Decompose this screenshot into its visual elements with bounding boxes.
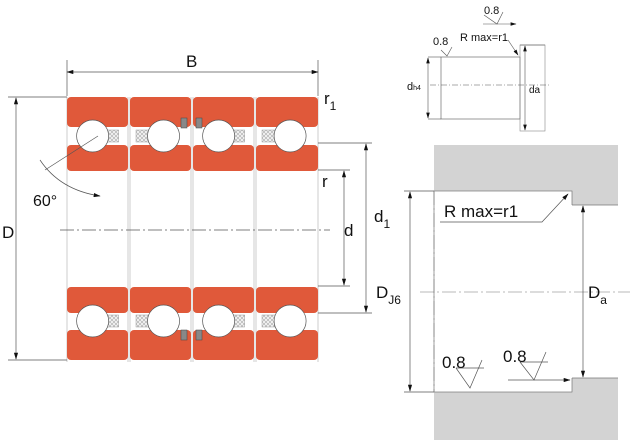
diameter-label-d1: d1 <box>374 207 390 231</box>
outer-diameter-label-D: D <box>2 223 14 242</box>
inner-ring-top <box>67 145 128 171</box>
outer-ring-top <box>67 97 128 127</box>
inner-ring-bottom <box>256 287 318 313</box>
chamfer-label-r1: r1 <box>324 89 337 113</box>
seal <box>180 329 188 341</box>
outer-ring-top <box>130 97 191 127</box>
inner-ring-bottom <box>130 287 191 313</box>
bore-label-d: d <box>344 221 353 240</box>
outer-ring-bottom <box>256 330 318 360</box>
bearing-cross-section <box>66 97 319 362</box>
detail-roughness-left: 0.8 <box>433 36 448 48</box>
roughness-left-label: 0.8 <box>442 353 466 372</box>
roughness-right-label: 0.8 <box>503 347 527 366</box>
width-label-B: B <box>186 52 197 71</box>
seal <box>195 329 203 341</box>
inner-ring-bottom <box>193 287 254 313</box>
detail-rmax-label: R max=r1 <box>460 32 508 44</box>
seal <box>195 117 203 129</box>
seal <box>180 117 188 129</box>
ball-top <box>76 119 109 153</box>
ball-top <box>273 119 307 153</box>
ball-bottom <box>147 304 180 338</box>
rmax-label: R max=r1 <box>444 202 518 221</box>
outer-ring-bottom <box>193 330 254 360</box>
detail-da-label: da <box>529 85 541 96</box>
outer-ring-top <box>193 97 254 127</box>
detail-drawing <box>426 11 550 132</box>
detail-dh4-label: dh4 <box>407 81 421 93</box>
ball-bottom <box>76 304 109 338</box>
chamfer-label-r: r <box>322 172 328 191</box>
inner-ring-top <box>256 145 318 171</box>
contact-angle-label: 60° <box>33 193 57 210</box>
housing-dimensions <box>404 190 586 393</box>
outer-ring-top <box>256 97 318 127</box>
ball-bottom <box>202 304 235 338</box>
dimension-lines <box>8 60 372 361</box>
inner-ring-bottom <box>67 287 128 313</box>
inner-ring-top <box>130 145 191 171</box>
inner-ring-top <box>193 145 254 171</box>
ball-bottom <box>273 304 307 338</box>
ball-top <box>147 119 180 153</box>
abutment-label-Da: Da <box>588 283 607 307</box>
detail-roughness-top: 0.8 <box>484 5 499 17</box>
housing-section <box>420 145 630 440</box>
ball-top <box>202 119 235 153</box>
outer-ring-bottom <box>130 330 191 360</box>
housing-bore-label-DJ6: DJ6 <box>376 283 401 307</box>
outer-ring-bottom <box>67 330 128 360</box>
